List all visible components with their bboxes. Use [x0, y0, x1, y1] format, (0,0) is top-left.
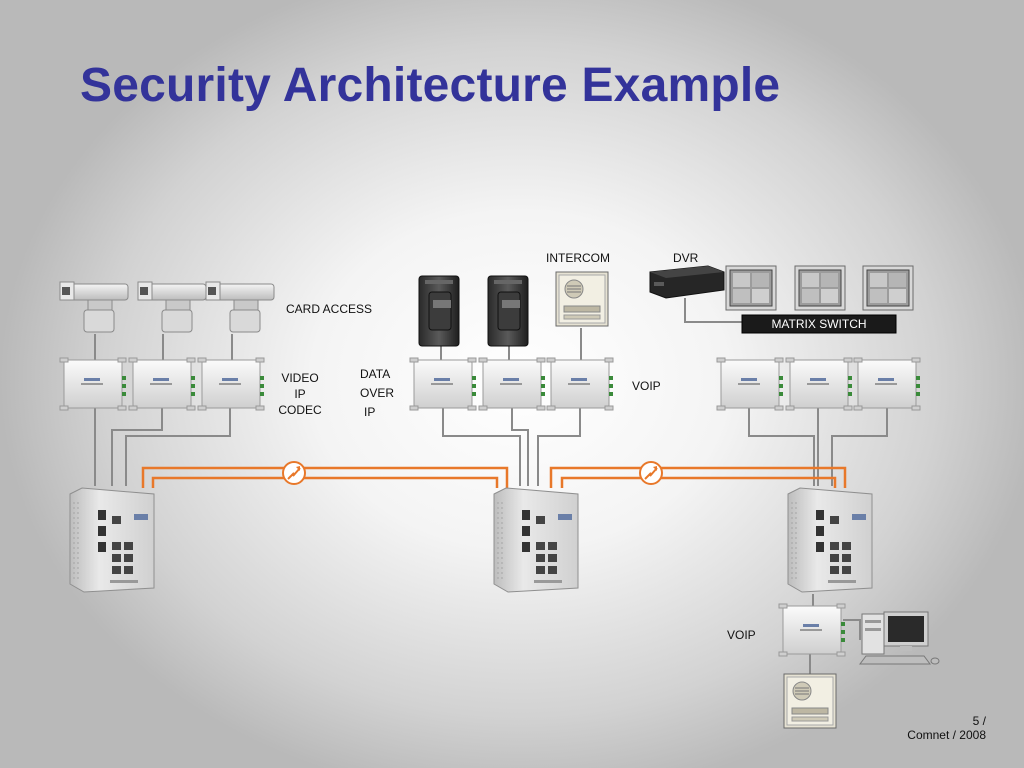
ip-codec-module-icon	[59, 357, 127, 411]
copper-links	[94, 298, 888, 674]
ethernet-switch-icon	[787, 487, 873, 593]
intercom-panel-icon	[783, 673, 837, 729]
data-over-ip-label-line1: DATA	[360, 367, 390, 381]
ptz-camera-icon	[59, 281, 129, 333]
ip-codec-module-icon	[128, 357, 196, 411]
ptz-camera-icon	[137, 281, 207, 333]
slide-footer: 5 / Comnet / 2008	[907, 714, 986, 742]
ip-codec-module-icon	[409, 357, 477, 411]
cctv-monitor-icon	[794, 265, 846, 311]
dvr-recorder-icon	[649, 265, 725, 299]
card-reader-icon	[418, 275, 460, 347]
ip-codec-module-icon	[716, 357, 784, 411]
data-over-ip-label-line2: OVER	[360, 386, 394, 400]
ip-codec-module-icon	[778, 603, 846, 657]
ip-codec-module-icon	[546, 357, 614, 411]
card-access-label: CARD ACCESS	[286, 302, 372, 316]
fiber-link-icon	[639, 461, 663, 485]
ip-codec-module-icon	[197, 357, 265, 411]
video-ip-codec-label-line3: CODEC	[278, 403, 322, 417]
intercom-panel-icon	[555, 271, 609, 327]
desktop-computer-icon	[859, 611, 940, 665]
intercom-label: INTERCOM	[546, 251, 610, 265]
fiber-links	[141, 466, 847, 488]
cctv-monitor-icon	[862, 265, 914, 311]
matrix-switch-label: MATRIX SWITCH	[771, 317, 866, 331]
fiber-link-icon	[282, 461, 306, 485]
ptz-camera-icon	[205, 281, 275, 333]
data-over-ip-label-line3: IP	[364, 405, 375, 419]
footer-credit: Comnet / 2008	[907, 728, 986, 742]
video-ip-codec-label-line1: VIDEO	[281, 371, 318, 385]
cctv-monitor-icon	[725, 265, 777, 311]
ip-codec-module-icon	[853, 357, 921, 411]
ip-codec-module-icon	[478, 357, 546, 411]
dvr-label: DVR	[673, 251, 699, 265]
slide-title: Security Architecture Example	[80, 59, 781, 112]
video-ip-codec-label-line2: IP	[294, 387, 305, 401]
matrix-switch-bar	[741, 314, 897, 334]
ethernet-switch-icon	[69, 487, 155, 593]
ethernet-switch-icon	[493, 487, 579, 593]
page-number: 5 /	[972, 714, 986, 728]
voip-label: VOIP	[727, 628, 756, 642]
ip-codec-module-icon	[785, 357, 853, 411]
card-reader-icon	[487, 275, 529, 347]
voip-label: VOIP	[632, 379, 661, 393]
